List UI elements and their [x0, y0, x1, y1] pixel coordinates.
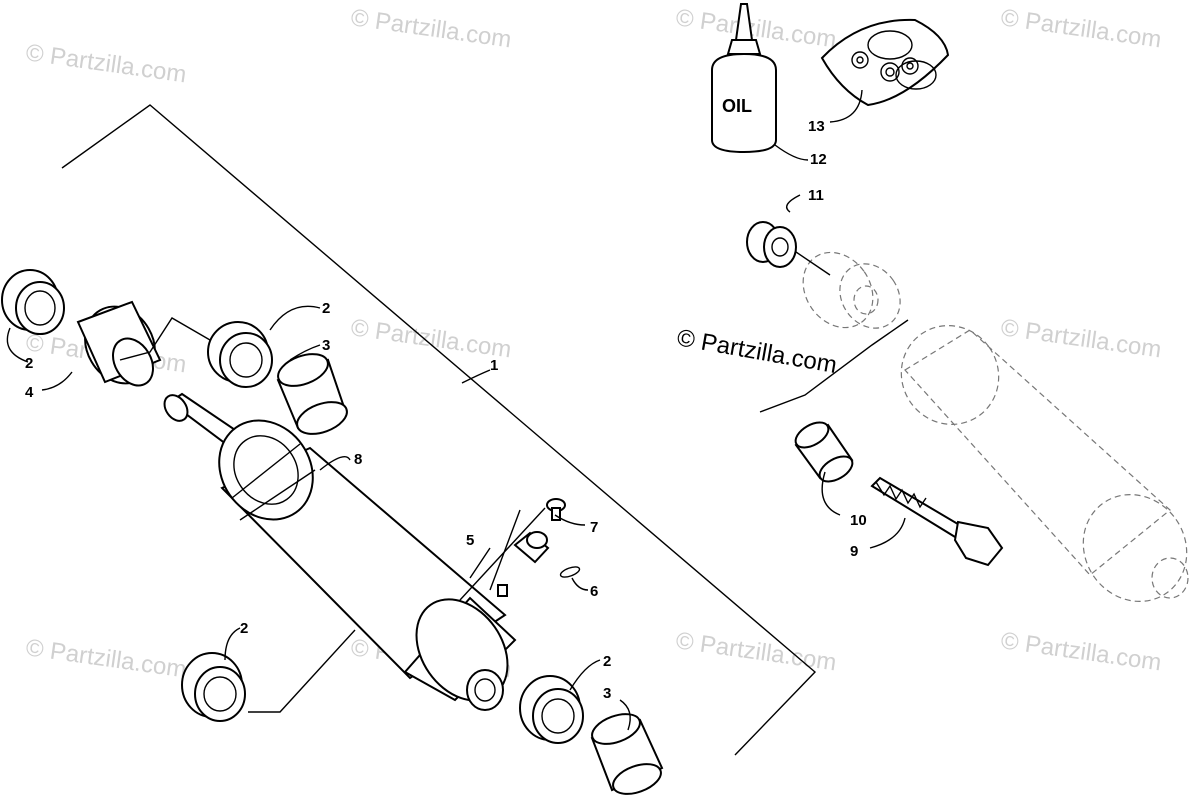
watermark: © Partzilla.com [674, 627, 838, 676]
callout-7: 7 [590, 519, 598, 536]
watermark: © Partzilla.com [349, 4, 513, 53]
callouts: 1 2 2 2 2 3 3 4 5 6 7 8 9 10 11 12 13 [25, 118, 867, 702]
watermarks: © Partzilla.com © Partzilla.com © Partzi… [24, 4, 1163, 683]
callout-10: 10 [850, 512, 867, 529]
callout-12: 12 [810, 151, 827, 168]
callout-4: 4 [25, 384, 34, 401]
part-spacer [794, 421, 854, 483]
part-bolt [870, 476, 1004, 567]
watermark: © Partzilla.com [349, 314, 513, 363]
assembly-bracket [61, 104, 817, 756]
part-spacer [590, 713, 664, 795]
part-spacer [276, 353, 348, 435]
part-bushing [207, 321, 273, 388]
watermark: © Partzilla.com [24, 39, 188, 88]
watermark: © Partzilla.com [24, 634, 188, 683]
callout-8: 8 [354, 451, 362, 468]
part-bushing [181, 652, 246, 722]
callout-11: 11 [808, 187, 824, 204]
callout-2: 2 [240, 620, 248, 637]
callout-2: 2 [322, 300, 330, 317]
credit-text: © Partzilla.com [675, 324, 839, 379]
part-bushing [519, 675, 584, 744]
callout-13: 13 [808, 118, 825, 135]
oil-bottle: OIL [711, 3, 777, 154]
callout-5: 5 [466, 532, 474, 549]
leader-lines [759, 89, 909, 549]
callout-9: 9 [850, 543, 858, 560]
callout-1: 1 [490, 357, 498, 374]
part-nut [746, 221, 831, 276]
callout-3: 3 [603, 685, 611, 702]
part-bushing [1, 269, 65, 335]
leader-lines [6, 305, 631, 731]
bottle-label: OIL [722, 96, 752, 116]
part-sleeve [76, 300, 162, 387]
watermark: © Partzilla.com [999, 4, 1163, 53]
installed-shock-outline [802, 251, 1189, 603]
watermark: © Partzilla.com [999, 314, 1163, 363]
callout-6: 6 [590, 583, 598, 600]
seal-kit [820, 18, 950, 107]
shock-body [218, 419, 517, 711]
valve-assembly [469, 498, 581, 597]
callout-2: 2 [603, 653, 611, 670]
callout-3: 3 [322, 337, 330, 354]
watermark: © Partzilla.com [999, 627, 1163, 676]
callout-2: 2 [25, 355, 33, 372]
